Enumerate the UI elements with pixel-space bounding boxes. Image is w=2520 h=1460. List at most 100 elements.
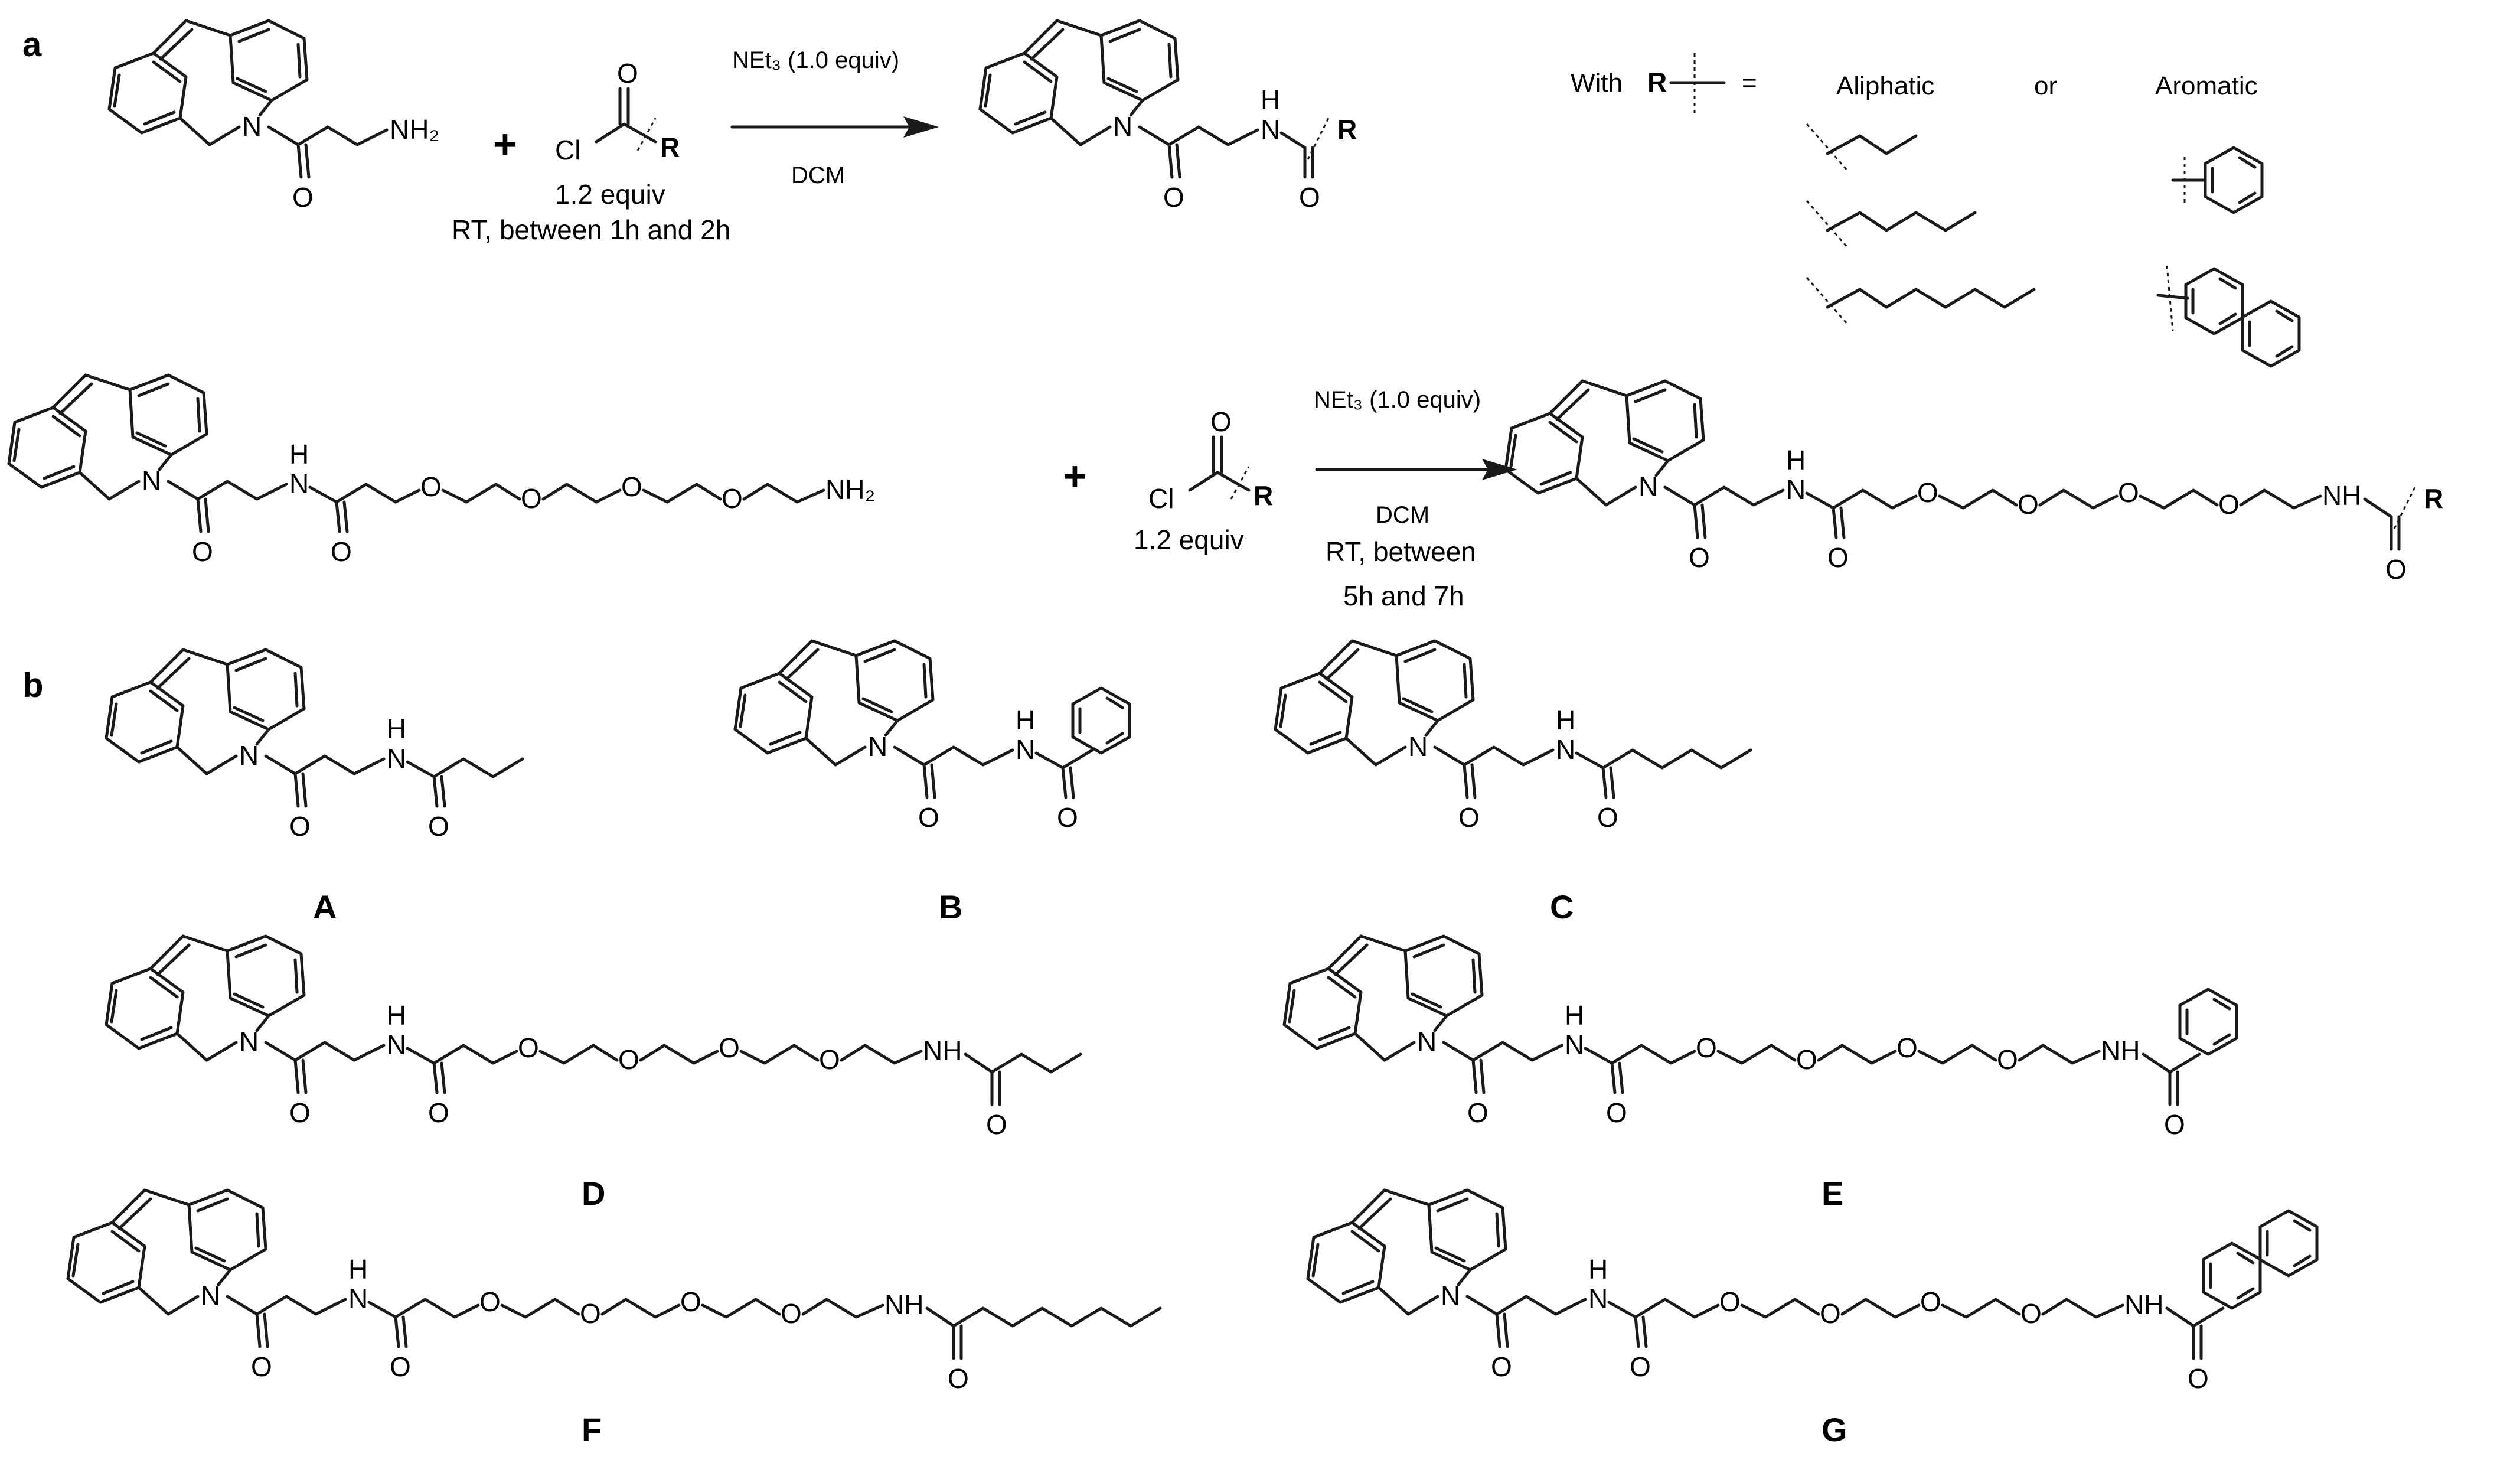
nh-label: NH bbox=[2101, 1035, 2140, 1066]
n-atom: N bbox=[1261, 114, 1280, 145]
reagent-1: NEt₃ (1.0 equiv) bbox=[732, 47, 899, 73]
o-atom: O bbox=[2385, 554, 2407, 585]
ether-o: O bbox=[719, 1032, 740, 1063]
compound-D-structure: N O H N O O O O O NH O bbox=[106, 936, 1082, 1140]
compound-F-structure: N O H N O O O O O NH O bbox=[68, 1190, 1162, 1394]
h-label: H bbox=[1016, 705, 1035, 735]
conditions-1: RT, between 1h and 2h bbox=[452, 214, 730, 245]
o-atom: O bbox=[617, 58, 638, 89]
reaction-arrow-2: NEt₃ (1.0 equiv) DCM RT, between 5h and … bbox=[1314, 387, 1517, 611]
naphthyl-r-group bbox=[2156, 265, 2299, 366]
n-atom: N bbox=[289, 468, 309, 499]
o-atom: O bbox=[292, 182, 314, 213]
ether-o: O bbox=[2018, 489, 2039, 520]
cl-label: Cl bbox=[1148, 483, 1174, 514]
n-atom: N bbox=[1417, 1026, 1437, 1057]
compound-label-E: E bbox=[1822, 1175, 1843, 1212]
plus-sign-2: + bbox=[1063, 453, 1087, 499]
panel-label-b: b bbox=[22, 666, 43, 705]
n-atom: N bbox=[239, 1026, 259, 1057]
ether-o: O bbox=[2020, 1298, 2042, 1329]
o-atom: O bbox=[2188, 1363, 2209, 1394]
compound-C-structure: N O H N O bbox=[1275, 641, 1752, 833]
h-label: H bbox=[1588, 1254, 1608, 1285]
r-group-label: R bbox=[1337, 114, 1357, 145]
n-atom: N bbox=[1638, 471, 1658, 502]
compound-label-C: C bbox=[1550, 888, 1574, 925]
propyl-r-group bbox=[1806, 123, 1918, 172]
h-label: H bbox=[1565, 1000, 1584, 1031]
legend-aromatic: Aromatic bbox=[2155, 71, 2258, 100]
h-label: H bbox=[387, 713, 406, 744]
o-atom: O bbox=[1057, 802, 1078, 833]
nh-label: NH bbox=[923, 1035, 962, 1066]
o-atom: O bbox=[1299, 182, 1320, 213]
nh-label: NH bbox=[2124, 1289, 2163, 1320]
compound-B-structure: N O H N O bbox=[735, 641, 1130, 833]
ether-o: O bbox=[1920, 1286, 1941, 1317]
plus-sign-1: + bbox=[493, 121, 517, 167]
compound-A-structure: N O H N O bbox=[106, 650, 524, 842]
n-atom: N bbox=[239, 740, 259, 771]
o-atom: O bbox=[1689, 542, 1710, 573]
n-atom: N bbox=[242, 111, 262, 142]
compound-label-D: D bbox=[582, 1175, 605, 1212]
cl-label: Cl bbox=[555, 135, 580, 165]
n-atom: N bbox=[1556, 734, 1575, 765]
r-group-label: R bbox=[2424, 483, 2443, 514]
phenyl-r-group bbox=[2171, 148, 2262, 213]
o-atom: O bbox=[192, 536, 213, 567]
o-atom: O bbox=[289, 1097, 311, 1128]
o-atom: O bbox=[1630, 1351, 1651, 1382]
h-label: H bbox=[289, 439, 309, 470]
compound-label-A: A bbox=[313, 888, 337, 925]
equiv-2: 1.2 equiv bbox=[1134, 524, 1244, 555]
reactant-dbco-peg-amine: N O H N O O O O O NH₂ bbox=[9, 375, 875, 567]
heptyl-r-group bbox=[1806, 277, 2036, 325]
o-atom: O bbox=[1163, 182, 1184, 213]
reaction-arrow-1: NEt₃ (1.0 equiv) DCM bbox=[730, 47, 939, 188]
solvent-2: DCM bbox=[1376, 502, 1429, 528]
o-atom: O bbox=[1597, 802, 1618, 833]
n-atom: N bbox=[868, 731, 887, 762]
legend-aliphatic: Aliphatic bbox=[1836, 71, 1934, 100]
ether-o: O bbox=[2118, 477, 2139, 508]
h-label: H bbox=[1786, 445, 1806, 475]
ether-o: O bbox=[722, 483, 743, 514]
h-label: H bbox=[1556, 705, 1575, 735]
n-atom: N bbox=[1016, 734, 1035, 765]
n-atom: N bbox=[201, 1280, 220, 1311]
solvent-1: DCM bbox=[791, 162, 845, 188]
o-atom: O bbox=[289, 811, 311, 842]
amine-label: NH₂ bbox=[390, 114, 439, 145]
compound-G-structure: N O H N O O O O O NH O bbox=[1308, 1190, 2317, 1394]
compound-label-G: G bbox=[1822, 1411, 1847, 1448]
ether-o: O bbox=[680, 1286, 701, 1317]
ether-o: O bbox=[521, 483, 542, 514]
amine-label: NH₂ bbox=[825, 474, 875, 505]
o-atom: O bbox=[428, 1097, 449, 1128]
r-group-label: R bbox=[660, 132, 680, 162]
product-2: N O H N O O O O O NH O R bbox=[1506, 381, 2443, 585]
ether-o: O bbox=[1896, 1032, 1918, 1063]
o-atom: O bbox=[251, 1351, 272, 1382]
r-group-legend: With R = Aliphatic or Aromatic bbox=[1571, 53, 2299, 366]
o-atom: O bbox=[1491, 1351, 1512, 1382]
n-atom: N bbox=[387, 1029, 406, 1060]
n-atom: N bbox=[387, 743, 406, 774]
equiv-1: 1.2 equiv bbox=[555, 179, 665, 210]
o-atom: O bbox=[331, 536, 352, 567]
compound-label-B: B bbox=[939, 888, 962, 925]
product-1: N O H N O R bbox=[980, 21, 1357, 213]
n-atom: N bbox=[1786, 474, 1806, 505]
ether-o: O bbox=[1719, 1286, 1741, 1317]
n-atom: N bbox=[1408, 731, 1428, 762]
h-label: H bbox=[387, 1000, 406, 1031]
conditions-2-line1: RT, between bbox=[1326, 536, 1476, 567]
acyl-chloride-1: O Cl R bbox=[555, 58, 680, 165]
legend-or: or bbox=[2034, 71, 2057, 100]
n-atom: N bbox=[1441, 1280, 1460, 1311]
acyl-chloride-2: O Cl R bbox=[1148, 406, 1273, 514]
o-atom: O bbox=[918, 802, 939, 833]
